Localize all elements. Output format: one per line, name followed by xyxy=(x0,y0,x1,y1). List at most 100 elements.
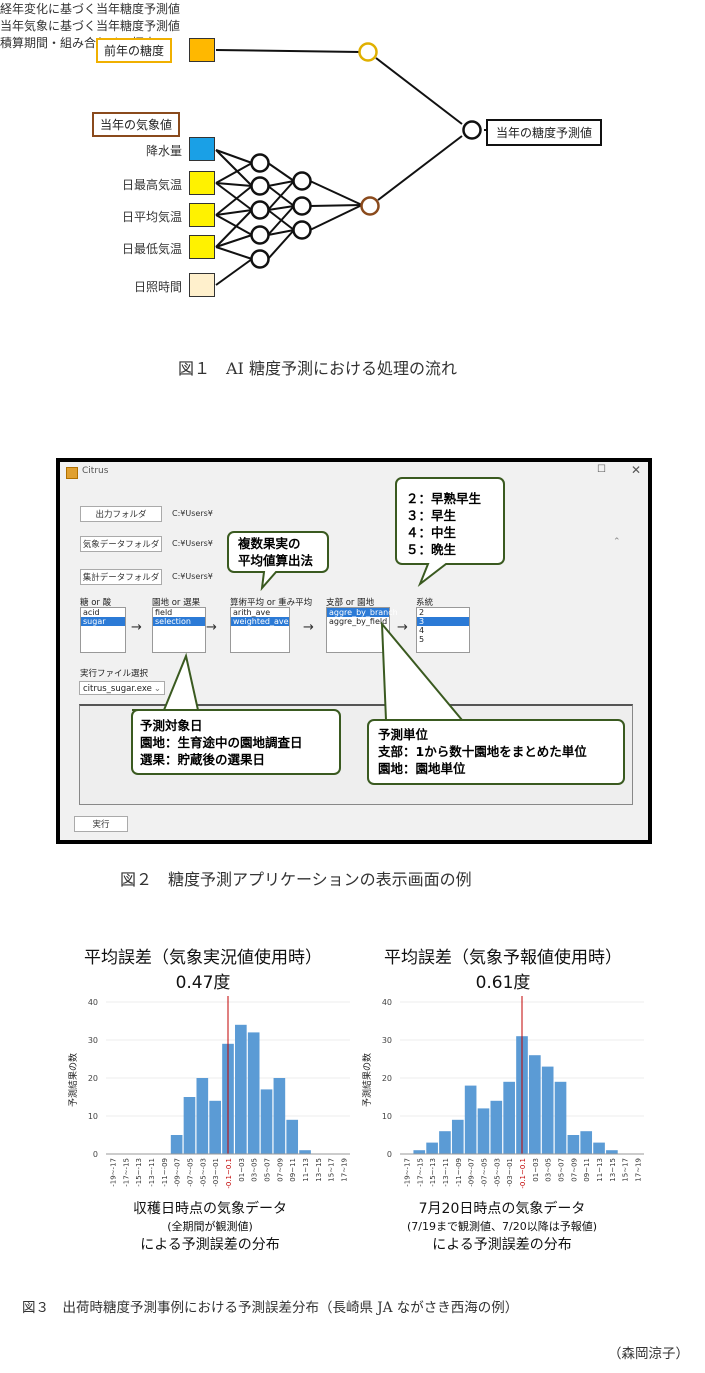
app-window: Citrus ☐ ✕ ⌃ 出力フォルダ C:¥Users¥ 気象データフォルダ … xyxy=(56,458,652,844)
column-header: 糖 or 酸 xyxy=(80,598,112,608)
x-tick-label: -11~-09 xyxy=(455,1158,463,1187)
listbox-item[interactable]: aggre_by_branch xyxy=(327,608,398,617)
x-tick-label: 07~09 xyxy=(570,1158,578,1182)
x-tick-label: 17~19 xyxy=(341,1158,349,1182)
callout-line: 園地：生育途中の園地調査日 xyxy=(140,735,303,750)
caption-line: (7/19まで観測値、7/20以降は予報値) xyxy=(407,1220,597,1233)
chart-2-title: 平均誤差（気象予報値使用時） xyxy=(384,948,622,968)
x-tick-label: 13~15 xyxy=(315,1158,323,1182)
close-icon[interactable]: ✕ xyxy=(631,463,642,477)
listbox-item[interactable]: aggre_by_field xyxy=(329,617,388,626)
maximize-icon[interactable]: ☐ xyxy=(597,464,606,475)
arrow-icon: → xyxy=(303,620,314,635)
bar xyxy=(273,1078,286,1154)
x-tick-label: -17~-15 xyxy=(416,1158,424,1187)
x-tick-label: -03~-01 xyxy=(506,1158,514,1187)
callout-line: 選果：貯蔵後の選果日 xyxy=(140,752,266,767)
listbox-item[interactable]: arith_ave xyxy=(233,608,271,617)
listbox-item[interactable]: 4 xyxy=(419,626,425,635)
bar xyxy=(439,1131,451,1154)
input-box xyxy=(189,171,215,195)
bar xyxy=(209,1100,221,1154)
x-tick-label: 09~11 xyxy=(289,1158,297,1182)
x-tick-label: -07~-05 xyxy=(186,1158,194,1187)
y-tick-label: 20 xyxy=(88,1074,98,1083)
aggregate-folder-button[interactable]: 集計データフォルダ xyxy=(80,569,162,585)
bar xyxy=(567,1135,580,1154)
final-pred-label: 当年の糖度予測値 xyxy=(486,119,603,146)
prev-year-box xyxy=(189,38,215,62)
input-label: 降水量 xyxy=(145,144,182,158)
bar xyxy=(413,1150,426,1154)
bar xyxy=(593,1142,605,1154)
bar xyxy=(554,1081,567,1154)
output-folder-button[interactable]: 出力フォルダ xyxy=(80,506,162,522)
date-callout: 予測対象日 園地：生育途中の園地調査日 選果：貯蔵後の選果日 xyxy=(140,717,303,768)
weather-folder-path: C:¥Users¥ xyxy=(172,539,213,548)
bar xyxy=(606,1150,618,1154)
bar xyxy=(260,1089,273,1154)
x-tick-label: -13~-11 xyxy=(442,1158,450,1187)
bar xyxy=(503,1081,515,1154)
chart-1-subtitle: 0.47度 xyxy=(175,973,231,993)
chevron-up-icon[interactable]: ⌃ xyxy=(613,537,621,547)
x-tick-label: -19~-17 xyxy=(109,1158,117,1187)
aggregate-folder-path: C:¥Users¥ xyxy=(172,572,213,581)
caption-line: 7月20日時点の気象データ xyxy=(418,1201,586,1217)
x-tick-label: 01~03 xyxy=(532,1158,540,1182)
listbox-item[interactable]: weighted_ave xyxy=(231,617,289,626)
callout-line: 予測単位 xyxy=(378,727,429,742)
exe-select[interactable]: citrus_sugar.exe ⌄ xyxy=(79,681,165,695)
unit-callout: 予測単位 支部：1から数十園地をまとめた単位 園地：園地単位 xyxy=(378,726,587,777)
listbox-item[interactable]: selection xyxy=(153,617,205,626)
callout-line: 園地：園地単位 xyxy=(378,761,466,776)
figure-1-caption: 図１ AI 糖度予測における処理の流れ xyxy=(178,359,457,378)
callout-line: 複数果実の xyxy=(238,536,301,551)
bar xyxy=(529,1055,541,1154)
bar xyxy=(235,1024,247,1154)
caption-line: 収穫日時点の気象データ xyxy=(133,1201,287,1217)
weather-folder-button[interactable]: 気象データフォルダ xyxy=(80,536,162,552)
chart-1-title: 平均誤差（気象実況値使用時） xyxy=(84,948,322,968)
chart-2: 010203040予測結果の数-19~-17-17~-15-15~-13-13~… xyxy=(361,996,644,1189)
listbox-item[interactable]: 5 xyxy=(419,635,425,644)
callout-line: ５：晩生 xyxy=(406,542,457,557)
weather-pred-node xyxy=(360,196,380,216)
y-tick-label: 0 xyxy=(93,1150,98,1159)
bar xyxy=(451,1119,464,1154)
x-tick-label: 05~07 xyxy=(558,1158,566,1182)
x-tick-label: -13~-11 xyxy=(148,1158,156,1187)
y-tick-label: 30 xyxy=(382,1036,392,1045)
bar xyxy=(490,1100,503,1154)
weather-label: 当年の気象値 xyxy=(92,112,181,137)
exe-select-label: 実行ファイル選択 xyxy=(80,669,149,679)
x-tick-label: 01~03 xyxy=(238,1158,246,1182)
listbox-item[interactable]: 2 xyxy=(419,608,425,617)
x-tick-label: 11~13 xyxy=(302,1158,310,1182)
chart-1: 010203040予測結果の数-19~-17-17~-15-15~-13-13~… xyxy=(67,996,350,1189)
listbox-item[interactable]: acid xyxy=(83,608,100,617)
listbox-item[interactable]: sugar xyxy=(81,617,125,626)
arrow-icon: → xyxy=(397,620,408,635)
callout-line: ４：中生 xyxy=(406,525,457,540)
y-tick-label: 40 xyxy=(382,998,392,1007)
callout-line: 平均値算出法 xyxy=(238,553,314,568)
run-button[interactable]: 実行 xyxy=(74,816,128,832)
chart-2-subtitle: 0.61度 xyxy=(475,973,531,993)
caption-line: (全期間が観測値) xyxy=(167,1220,253,1233)
bar xyxy=(541,1066,554,1154)
x-tick-label: 03~05 xyxy=(251,1158,259,1182)
window-title: Citrus xyxy=(82,466,109,476)
callout-line: 支部：1から数十園地をまとめた単位 xyxy=(378,744,587,759)
listbox-item[interactable]: 3 xyxy=(417,617,469,626)
listbox-item[interactable]: field xyxy=(155,608,173,617)
strain-callout: ２：早熟早生 ３：早生 ４：中生 ５：晩生 xyxy=(406,490,481,558)
x-tick-label: 11~13 xyxy=(596,1158,604,1182)
y-tick-label: 40 xyxy=(88,998,98,1007)
output-folder-path: C:¥Users¥ xyxy=(172,509,213,518)
